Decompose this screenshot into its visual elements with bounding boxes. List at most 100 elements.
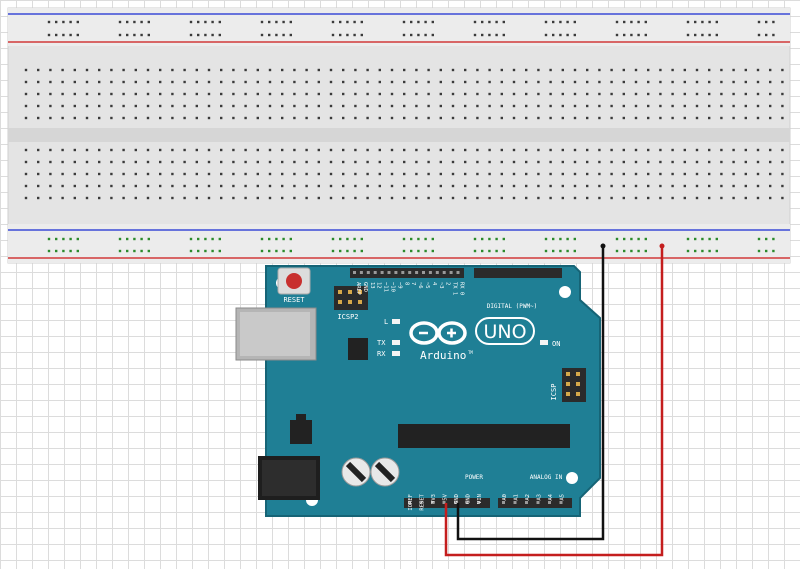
breadboard-hole[interactable] bbox=[512, 104, 516, 108]
breadboard-hole[interactable] bbox=[329, 104, 333, 108]
breadboard-hole[interactable] bbox=[634, 104, 638, 108]
breadboard-hole[interactable] bbox=[354, 92, 357, 96]
breadboard-hole[interactable] bbox=[573, 92, 577, 96]
breadboard-hole[interactable] bbox=[47, 33, 51, 37]
breadboard-hole[interactable] bbox=[305, 196, 308, 200]
breadboard-hole[interactable] bbox=[159, 68, 162, 72]
breadboard-hole[interactable] bbox=[644, 249, 647, 253]
breadboard-hole[interactable] bbox=[622, 80, 625, 84]
breadboard-hole[interactable] bbox=[122, 104, 125, 108]
breadboard-hole[interactable] bbox=[647, 184, 650, 188]
breadboard-hole[interactable] bbox=[630, 249, 633, 253]
breadboard-hole[interactable] bbox=[756, 196, 760, 200]
breadboard-hole[interactable] bbox=[561, 160, 564, 164]
breadboard-hole[interactable] bbox=[260, 237, 264, 241]
breadboard-hole[interactable] bbox=[69, 33, 72, 37]
breadboard-hole[interactable] bbox=[402, 237, 406, 241]
breadboard-hole[interactable] bbox=[644, 237, 647, 241]
breadboard-hole[interactable] bbox=[610, 68, 613, 72]
breadboard-hole[interactable] bbox=[244, 184, 247, 188]
breadboard-hole[interactable] bbox=[781, 184, 784, 188]
breadboard-hole[interactable] bbox=[305, 80, 308, 84]
breadboard-hole[interactable] bbox=[232, 184, 235, 188]
breadboard-hole[interactable] bbox=[683, 116, 686, 120]
breadboard-hole[interactable] bbox=[293, 184, 296, 188]
breadboard-hole[interactable] bbox=[695, 160, 699, 164]
breadboard-hole[interactable] bbox=[220, 68, 223, 72]
breadboard-hole[interactable] bbox=[220, 80, 223, 84]
breadboard-hole[interactable] bbox=[647, 196, 650, 200]
breadboard-hole[interactable] bbox=[525, 160, 528, 164]
header-pin[interactable] bbox=[419, 501, 423, 504]
breadboard-hole[interactable] bbox=[781, 68, 784, 72]
breadboard-hole[interactable] bbox=[354, 184, 357, 188]
breadboard-hole[interactable] bbox=[647, 116, 650, 120]
breadboard-hole[interactable] bbox=[417, 237, 420, 241]
breadboard-hole[interactable] bbox=[268, 148, 272, 152]
breadboard-hole[interactable] bbox=[24, 172, 28, 176]
breadboard-hole[interactable] bbox=[24, 116, 28, 120]
breadboard-hole[interactable] bbox=[331, 237, 335, 241]
breadboard-hole[interactable] bbox=[110, 104, 113, 108]
breadboard-hole[interactable] bbox=[390, 160, 394, 164]
breadboard-hole[interactable] bbox=[49, 172, 52, 176]
breadboard-hole[interactable] bbox=[427, 92, 430, 96]
breadboard-hole[interactable] bbox=[424, 249, 427, 253]
breadboard-hole[interactable] bbox=[512, 160, 516, 164]
breadboard-hole[interactable] bbox=[525, 184, 528, 188]
breadboard-hole[interactable] bbox=[695, 172, 699, 176]
breadboard-hole[interactable] bbox=[403, 116, 406, 120]
breadboard-hole[interactable] bbox=[708, 148, 711, 152]
breadboard-hole[interactable] bbox=[683, 104, 686, 108]
breadboard-hole[interactable] bbox=[98, 148, 101, 152]
breadboard-hole[interactable] bbox=[695, 104, 699, 108]
breadboard-hole[interactable] bbox=[360, 249, 363, 253]
breadboard-hole[interactable] bbox=[232, 68, 235, 72]
breadboard-hole[interactable] bbox=[133, 20, 136, 24]
breadboard-hole[interactable] bbox=[232, 196, 235, 200]
breadboard-hole[interactable] bbox=[260, 33, 264, 37]
breadboard-hole[interactable] bbox=[342, 116, 345, 120]
breadboard-hole[interactable] bbox=[488, 68, 491, 72]
breadboard-hole[interactable] bbox=[37, 80, 40, 84]
breadboard-hole[interactable] bbox=[708, 104, 711, 108]
breadboard-hole[interactable] bbox=[293, 172, 296, 176]
breadboard-hole[interactable] bbox=[573, 172, 577, 176]
breadboard-hole[interactable] bbox=[512, 116, 516, 120]
breadboard-hole[interactable] bbox=[488, 104, 491, 108]
breadboard-hole[interactable] bbox=[244, 68, 247, 72]
breadboard-hole[interactable] bbox=[573, 104, 577, 108]
breadboard-hole[interactable] bbox=[256, 68, 259, 72]
header-pin[interactable] bbox=[373, 271, 377, 274]
breadboard-hole[interactable] bbox=[256, 160, 259, 164]
breadboard-hole[interactable] bbox=[85, 68, 89, 72]
breadboard-hole[interactable] bbox=[204, 33, 207, 37]
breadboard-hole[interactable] bbox=[118, 237, 122, 241]
breadboard-hole[interactable] bbox=[281, 172, 284, 176]
breadboard-hole[interactable] bbox=[110, 172, 113, 176]
breadboard-hole[interactable] bbox=[769, 116, 772, 120]
breadboard-hole[interactable] bbox=[244, 196, 247, 200]
breadboard-hole[interactable] bbox=[537, 68, 540, 72]
breadboard-hole[interactable] bbox=[85, 116, 89, 120]
breadboard-hole[interactable] bbox=[720, 68, 723, 72]
breadboard-hole[interactable] bbox=[464, 92, 467, 96]
breadboard-hole[interactable] bbox=[573, 237, 576, 241]
breadboard-hole[interactable] bbox=[207, 160, 211, 164]
breadboard-hole[interactable] bbox=[207, 172, 211, 176]
header-pin[interactable] bbox=[513, 501, 517, 504]
breadboard-hole[interactable] bbox=[317, 116, 320, 120]
breadboard-hole[interactable] bbox=[781, 104, 784, 108]
breadboard-hole[interactable] bbox=[378, 160, 381, 164]
breadboard-hole[interactable] bbox=[732, 172, 735, 176]
breadboard-hole[interactable] bbox=[61, 184, 64, 188]
breadboard-hole[interactable] bbox=[623, 237, 626, 241]
breadboard-hole[interactable] bbox=[207, 116, 211, 120]
breadboard-hole[interactable] bbox=[647, 148, 650, 152]
breadboard-hole[interactable] bbox=[37, 104, 40, 108]
breadboard-hole[interactable] bbox=[47, 20, 51, 24]
breadboard-hole[interactable] bbox=[61, 172, 64, 176]
breadboard-hole[interactable] bbox=[339, 20, 342, 24]
breadboard-hole[interactable] bbox=[637, 20, 640, 24]
breadboard-hole[interactable] bbox=[610, 116, 613, 120]
